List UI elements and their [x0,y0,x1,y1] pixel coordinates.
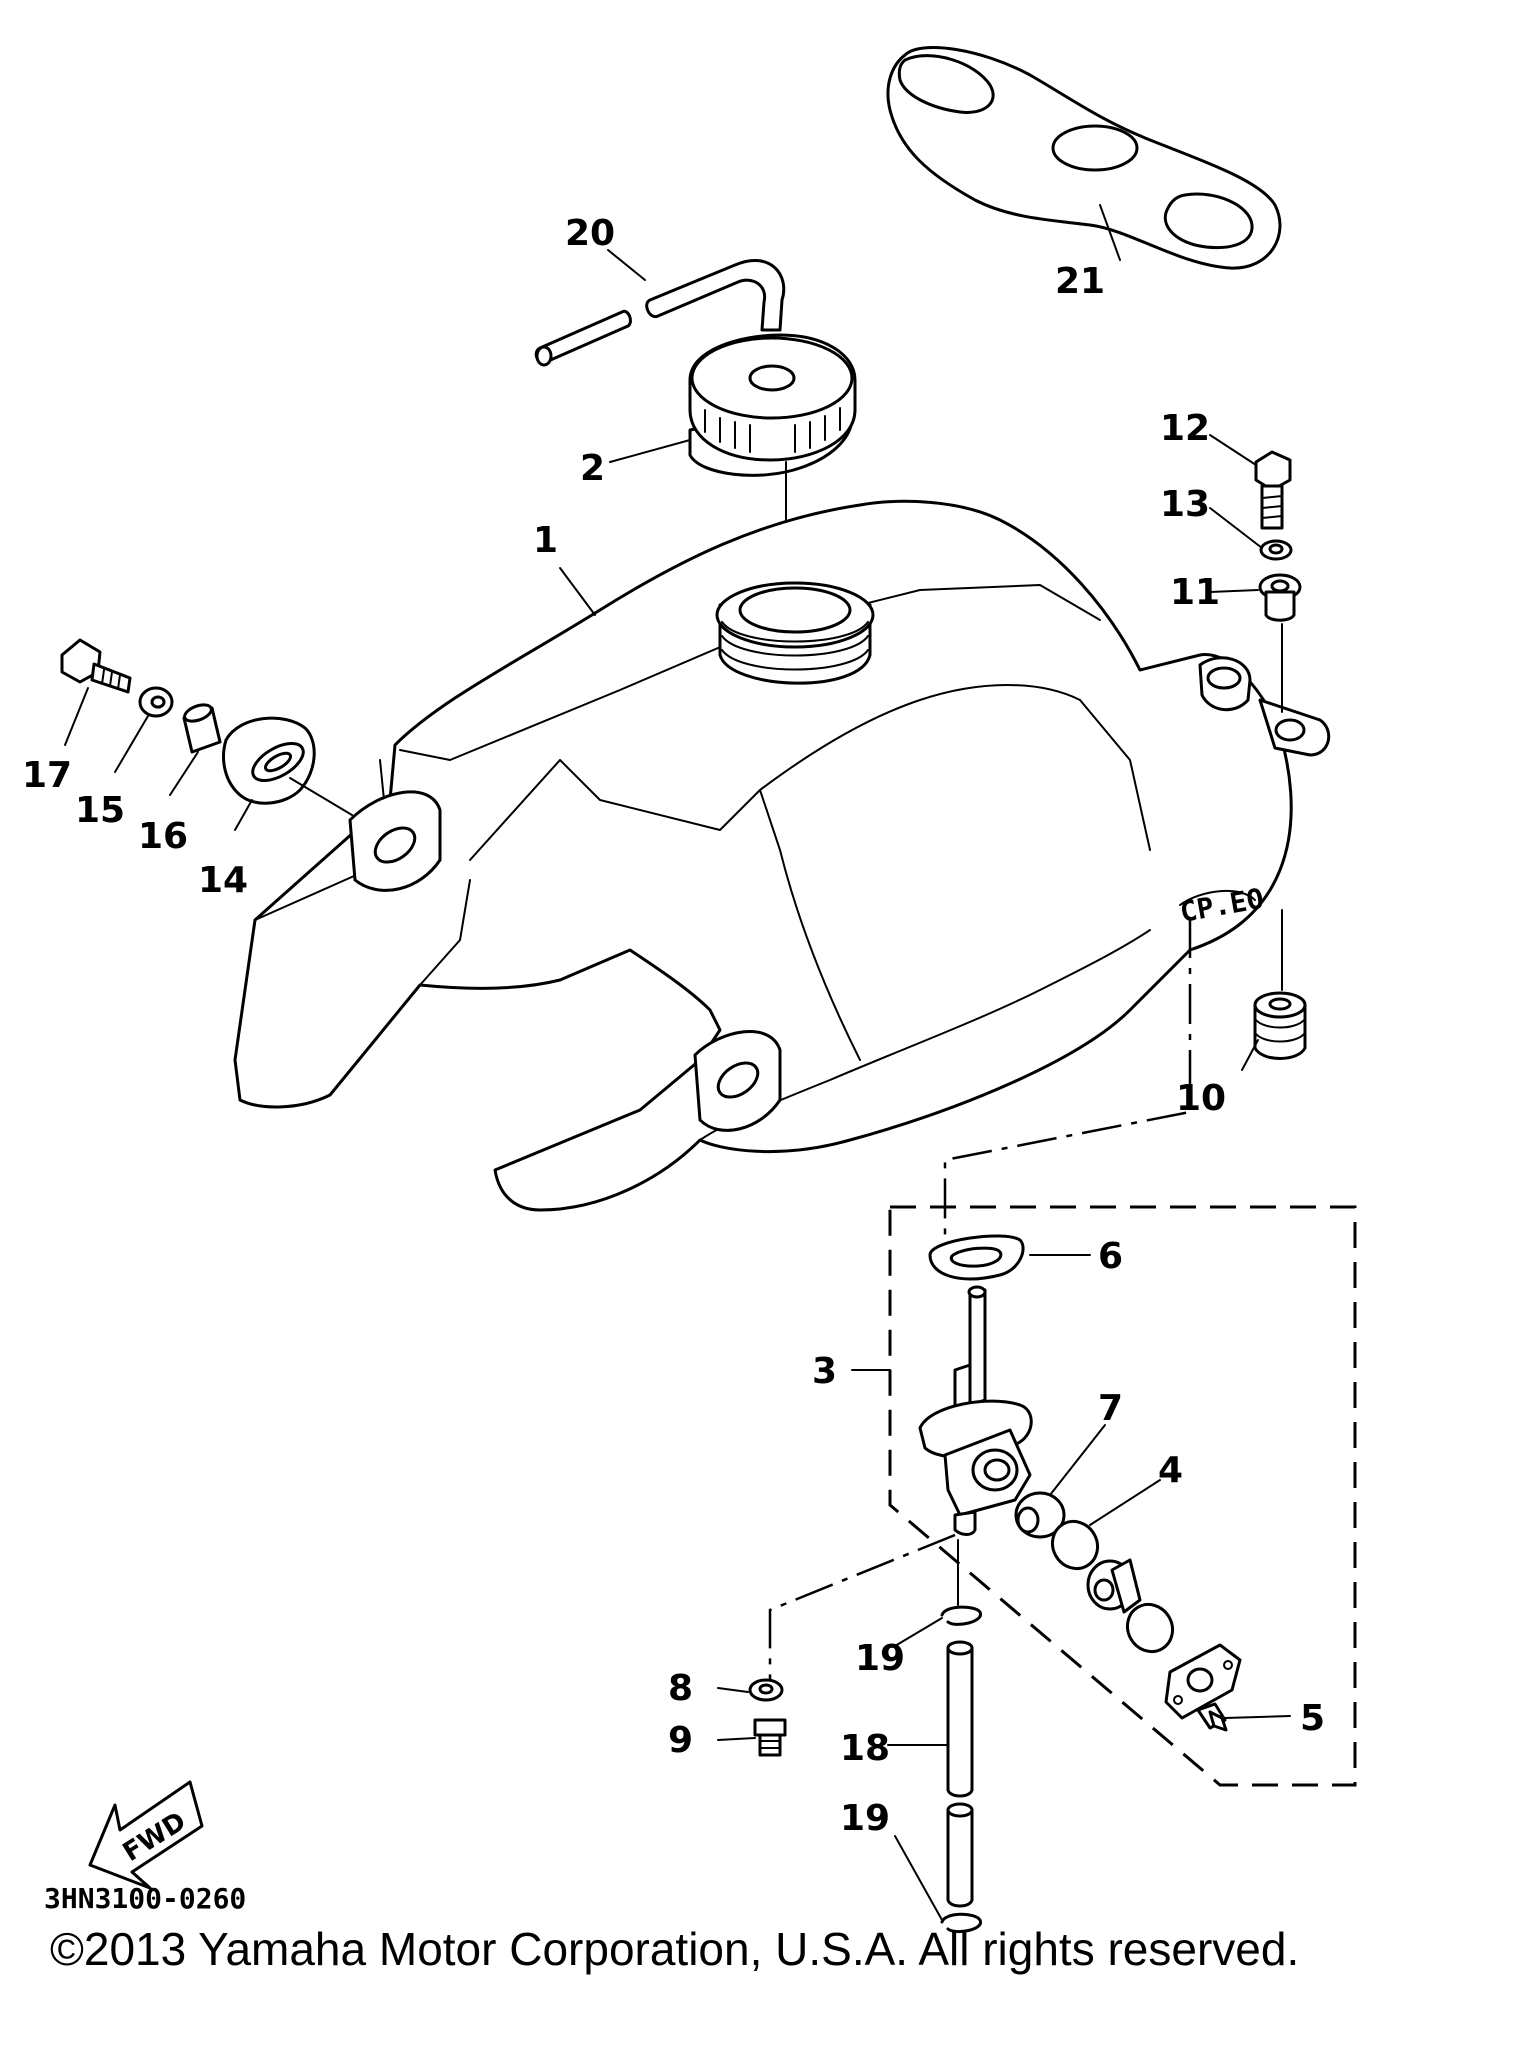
part-19-clip-upper [940,1605,982,1626]
callout-16: 16 [138,816,188,857]
part-4-oring [1050,1519,1175,1654]
part-14-grommet [222,716,316,805]
part-12-bolt [1254,450,1292,530]
callout-labels: 1 2 3 4 5 6 7 8 9 10 11 12 13 14 15 16 1… [22,213,1325,1839]
callout-9: 9 [668,1720,693,1761]
petcock-cover-plate [1164,1643,1242,1720]
leader-14-tank [289,777,353,816]
diagram-code: 3HN3100-0260 [44,1882,246,1915]
leader-lines [64,204,1291,1921]
fwd-arrow: FWD [88,1780,204,1890]
part-13-washer [1259,539,1293,561]
callout-19-lower: 19 [840,1798,890,1839]
callout-3: 3 [812,1351,837,1392]
callout-6: 6 [1098,1236,1123,1277]
part-1-fuel-tank: CP.EO [233,499,1331,1212]
callout-2: 2 [580,448,605,489]
callout-15: 15 [75,790,125,831]
callout-20: 20 [565,213,615,254]
callout-17: 17 [22,755,72,796]
part-11-collar [1258,573,1302,622]
chain-line-tank-petcock [943,918,1192,1255]
part-9-drain-screw [753,1718,787,1757]
callout-8: 8 [668,1668,693,1709]
part-17-bolt [60,638,132,694]
part-8-washer [748,1678,784,1702]
part-15-washer [138,686,174,718]
copyright-notice: ©2013 Yamaha Motor Corporation, U.S.A. A… [50,1923,1300,1975]
callout-13: 13 [1160,484,1210,525]
callout-7: 7 [1098,1388,1123,1429]
petcock-lever [1086,1558,1142,1614]
callout-12: 12 [1160,408,1210,449]
callout-14: 14 [198,860,248,901]
callout-1: 1 [533,520,558,561]
part-3-petcock [918,1285,1033,1536]
part-20-breather-hose [534,258,786,367]
petcock-assembly-boundary [888,1205,1357,1787]
part-6-gasket [928,1234,1025,1281]
part-2-fuel-cap [688,333,857,586]
chain-line-petcock-8 [768,1533,956,1680]
callout-4: 4 [1158,1450,1183,1491]
part-18-fuel-hose [946,1640,974,1908]
callout-21: 21 [1055,261,1105,302]
part-21-plate [886,46,1282,270]
callout-5: 5 [1300,1698,1325,1739]
callout-10: 10 [1176,1078,1226,1119]
callout-11: 11 [1170,572,1220,613]
part-10-grommet [1253,991,1307,1060]
part-7-filter [1014,1491,1066,1539]
part-5-screw [1196,1702,1228,1732]
part-19-clip-lower [940,1912,982,1934]
callout-18: 18 [840,1728,890,1769]
callout-19-upper: 19 [855,1638,905,1679]
part-16-collar [182,703,222,754]
